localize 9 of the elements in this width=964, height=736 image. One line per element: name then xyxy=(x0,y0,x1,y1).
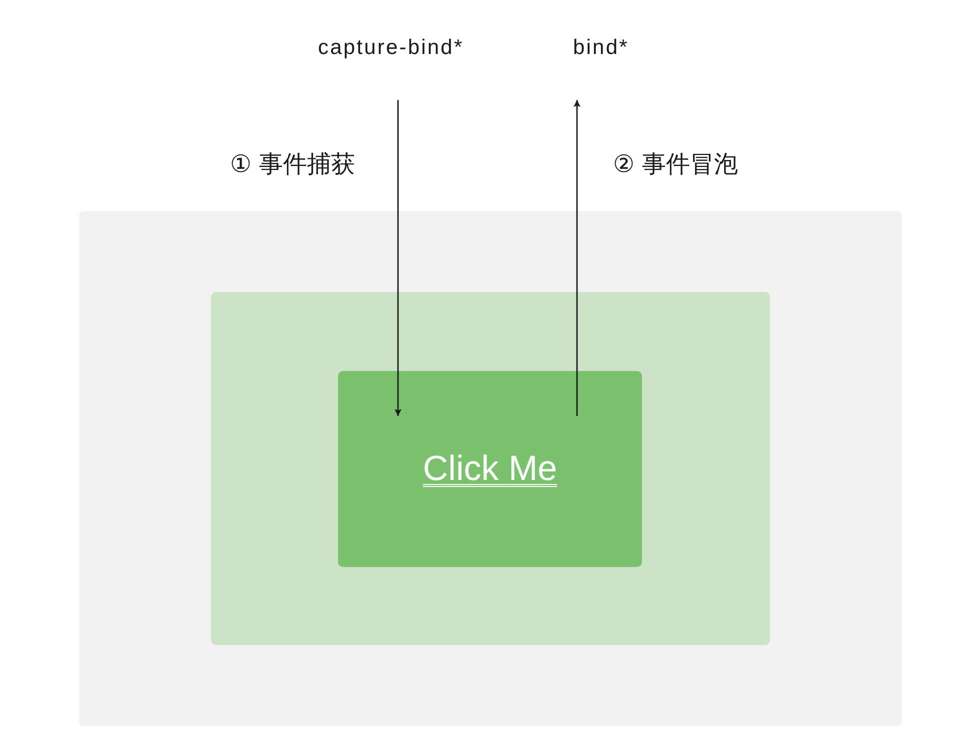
arrow xyxy=(574,100,580,416)
outer-panel xyxy=(79,211,902,726)
button: Click Me xyxy=(338,371,642,567)
binding-label: bind* xyxy=(573,36,629,60)
arrow xyxy=(394,100,402,416)
edge-label: ② 事件冒泡 xyxy=(613,150,738,178)
edge-label: ① 事件捕获 xyxy=(230,150,356,178)
binding-label: capture-bind* xyxy=(318,36,464,60)
inner-panel xyxy=(211,292,770,645)
